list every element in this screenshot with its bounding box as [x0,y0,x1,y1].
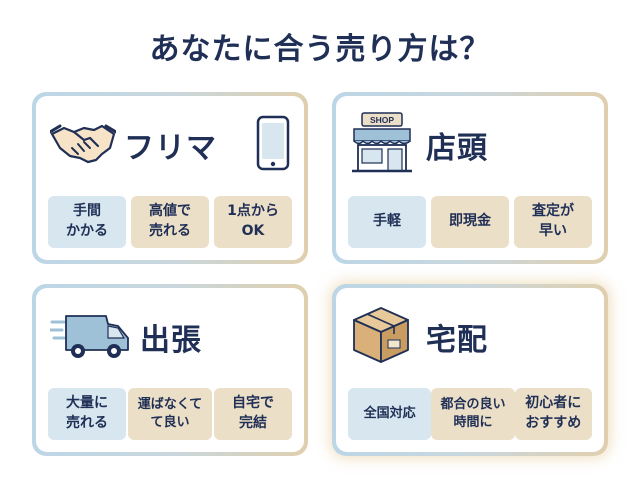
card-title: 宅配 [426,323,488,358]
tag-chip: 都合の良い 時間に [431,388,515,440]
tag-chip: 即現金 [431,196,509,248]
shop-sign-text: SHOP [370,115,394,125]
card-title: フリマ [124,131,217,166]
shop-icon: SHOP [350,111,414,179]
tag-chip: 運ばなくて て良い [128,388,212,440]
tag-chip: 査定が 早い [514,196,592,248]
card-title: 出張 [140,323,202,358]
page-title: あなたに合う売り方は？ [149,32,491,67]
handshake-icon [48,120,118,170]
card-flea-market[interactable]: フリマ 手間 かかる 高値で 売れる 1点から OK [32,92,308,264]
tag-chip: 初心者に おすすめ [514,388,592,440]
card-title: 店頭 [426,131,488,166]
tag-chip: 手間 かかる [48,196,126,248]
tag-chip: 全国対応 [348,388,432,440]
card-delivery[interactable]: 宅配 全国対応 都合の良い 時間に 初心者に おすすめ [332,284,608,456]
card-in-store[interactable]: SHOP 店頭 手軽 即現金 査定が 早い [332,92,608,264]
card-home-pickup[interactable]: 出張 大量に 売れる 運ばなくて て良い 自宅で 完結 [32,284,308,456]
tag-chip: 1点から OK [214,196,292,248]
tag-chip: 手軽 [348,196,426,248]
delivery-van-icon [48,310,132,364]
tag-chip: 自宅で 完結 [214,388,292,440]
cardboard-box-icon [350,304,412,370]
tag-chip: 大量に 売れる [48,388,126,440]
tag-chip: 高値で 売れる [131,196,209,248]
smartphone-icon [256,115,290,175]
